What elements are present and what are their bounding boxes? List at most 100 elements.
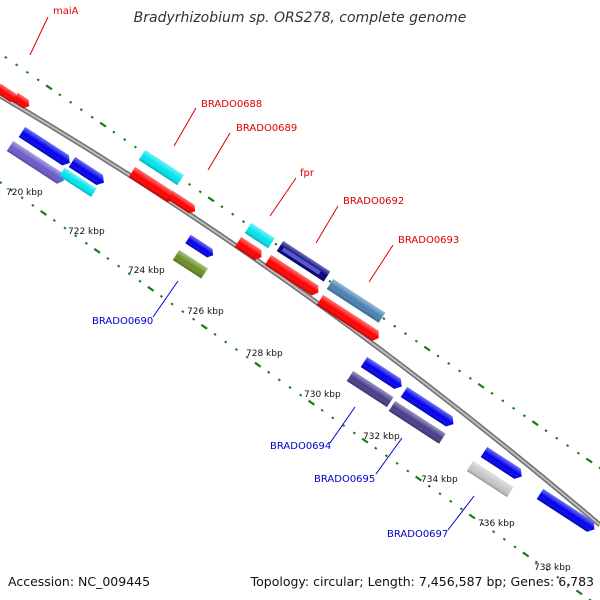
gene-features bbox=[0, 83, 598, 534]
track-tick bbox=[241, 220, 246, 224]
track-tick bbox=[449, 499, 453, 503]
feature-cyan-1[interactable] bbox=[59, 167, 97, 197]
track-tick bbox=[512, 406, 516, 410]
feature-red-7[interactable] bbox=[316, 294, 382, 343]
track-tick bbox=[395, 461, 399, 465]
gene-label-brado0692[interactable]: BRADO0692 bbox=[343, 196, 404, 207]
track-tick bbox=[427, 484, 431, 488]
track-tick bbox=[84, 241, 88, 245]
feature-red-2[interactable] bbox=[12, 92, 32, 111]
track-tick bbox=[198, 190, 202, 194]
track-tick bbox=[31, 203, 35, 207]
tick-label-724: 724 kbp bbox=[128, 266, 165, 276]
feature-darkslate-1[interactable] bbox=[346, 370, 394, 408]
feature-red-5[interactable] bbox=[234, 236, 265, 262]
track-tick bbox=[245, 355, 249, 359]
track-tick bbox=[123, 138, 127, 142]
track-tick bbox=[192, 317, 196, 321]
feature-blue-3[interactable] bbox=[185, 234, 216, 260]
gene-label-brado0695[interactable]: BRADO0695 bbox=[314, 474, 375, 485]
track-tick bbox=[267, 370, 271, 374]
track-tick bbox=[69, 100, 73, 104]
track-tick bbox=[522, 551, 530, 558]
track-tick bbox=[147, 285, 155, 292]
track-tick bbox=[522, 414, 526, 418]
tick-label-732: 732 kbp bbox=[363, 432, 400, 442]
gene-label-brado0689[interactable]: BRADO0689 bbox=[236, 123, 297, 134]
track-tick bbox=[133, 145, 137, 149]
track-tick bbox=[307, 399, 315, 406]
track-tick bbox=[15, 63, 19, 67]
feature-purple-1[interactable] bbox=[6, 140, 67, 186]
feature-cyan-2[interactable] bbox=[138, 149, 184, 186]
feature-navy-1[interactable] bbox=[276, 240, 331, 282]
track-tick bbox=[112, 130, 116, 134]
track-tick bbox=[481, 522, 485, 526]
feature-grey-1[interactable] bbox=[466, 460, 514, 498]
feature-darkslate-2[interactable] bbox=[388, 400, 446, 444]
feature-red-4[interactable] bbox=[167, 190, 198, 216]
feature-blue-2[interactable] bbox=[68, 156, 107, 188]
axis-tick-labels: 720 kbp 722 kbp 724 kbp 726 kbp 728 kbp … bbox=[6, 188, 571, 573]
gene-label-brado0697[interactable]: BRADO0697 bbox=[387, 529, 448, 540]
feature-blue-1[interactable] bbox=[18, 126, 73, 168]
feature-blue-5[interactable] bbox=[400, 386, 457, 429]
track-tick bbox=[458, 369, 462, 373]
track-tick bbox=[328, 279, 332, 283]
track-tick bbox=[502, 537, 506, 541]
map-title: Bradyrhizobium sp. ORS278, complete geno… bbox=[134, 10, 467, 26]
track-tick bbox=[352, 431, 356, 435]
track-tick bbox=[468, 376, 472, 380]
track-tick bbox=[99, 121, 107, 128]
track-tick bbox=[213, 332, 217, 336]
track-tick bbox=[468, 513, 476, 520]
gene-label-maiA[interactable]: maiA bbox=[53, 6, 79, 17]
track-tick bbox=[436, 354, 440, 358]
tick-label-720: 720 kbp bbox=[6, 188, 43, 198]
leader-line-brado0692 bbox=[315, 205, 339, 244]
track-tick bbox=[288, 385, 292, 390]
gene-label-brado0688[interactable]: BRADO0688 bbox=[201, 99, 262, 110]
track-tick bbox=[567, 583, 571, 587]
feature-red-3[interactable] bbox=[128, 166, 177, 204]
gene-label-brado0694[interactable]: BRADO0694 bbox=[270, 441, 331, 452]
feature-red-1[interactable] bbox=[0, 83, 19, 104]
track-tick bbox=[234, 348, 238, 352]
track-tick bbox=[58, 93, 62, 97]
genome-summary-text: Topology: circular; Length: 7,456,587 bp… bbox=[250, 574, 594, 589]
track-tick bbox=[138, 279, 142, 283]
gene-label-brado0693[interactable]: BRADO0693 bbox=[398, 235, 459, 246]
leader-line-brado0689 bbox=[207, 132, 231, 171]
track-tick bbox=[447, 361, 451, 366]
track-tick bbox=[277, 378, 281, 382]
track-tick bbox=[575, 589, 583, 596]
track-tick bbox=[93, 247, 101, 254]
track-tick bbox=[181, 310, 185, 314]
track-tick bbox=[438, 492, 442, 496]
tick-label-726: 726 kbp bbox=[187, 307, 224, 317]
gene-label-brado0690[interactable]: BRADO0690 bbox=[92, 316, 153, 327]
track-tick bbox=[90, 115, 94, 119]
feature-steelblue-1[interactable] bbox=[326, 278, 386, 323]
track-tick bbox=[555, 436, 559, 440]
track-tick bbox=[220, 205, 224, 209]
track-tick bbox=[254, 361, 262, 368]
tick-tracks bbox=[0, 55, 600, 600]
reverse-gene-labels: BRADO0690 BRADO0694 BRADO0695 BRADO0697 bbox=[92, 280, 475, 540]
track-tick bbox=[585, 457, 593, 464]
feature-olive-1[interactable] bbox=[172, 249, 208, 279]
track-tick bbox=[598, 466, 600, 470]
track-tick bbox=[127, 272, 131, 276]
feature-red-6[interactable] bbox=[264, 254, 322, 298]
track-tick bbox=[274, 242, 278, 246]
track-tick bbox=[187, 182, 192, 186]
forward-gene-labels: maiA BRADO0688 BRADO0689 fpr BRADO0692 B… bbox=[29, 6, 459, 283]
feature-cyan-3[interactable] bbox=[244, 222, 275, 249]
gene-label-fpr[interactable]: fpr bbox=[300, 168, 315, 179]
feature-blue-7[interactable] bbox=[536, 488, 598, 534]
track-tick bbox=[414, 339, 418, 343]
feature-blue-6[interactable] bbox=[480, 446, 525, 482]
track-tick bbox=[207, 196, 215, 203]
feature-blue-4[interactable] bbox=[360, 356, 405, 392]
track-tick bbox=[423, 345, 431, 352]
